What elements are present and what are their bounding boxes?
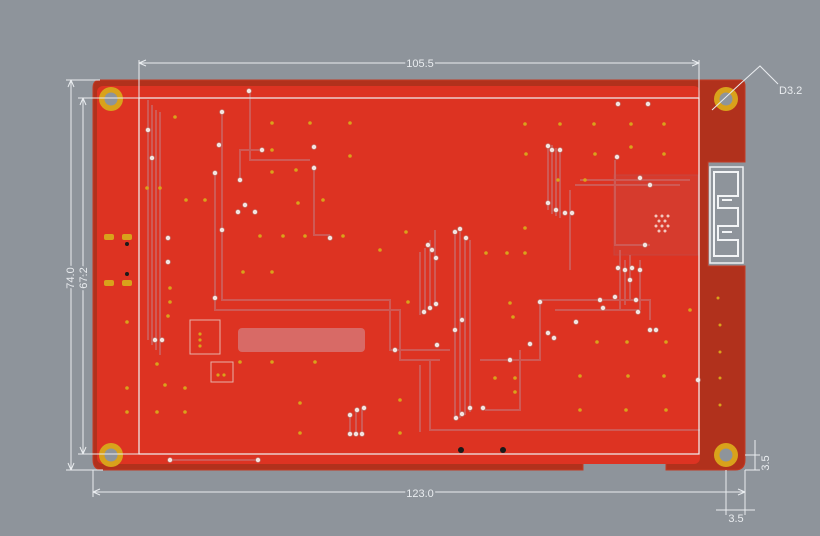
mounting-hole-icon (714, 443, 738, 467)
antenna-icon (709, 166, 744, 264)
dim-hole-diameter: D3.2 (779, 85, 802, 97)
mounting-hole-icon (99, 87, 123, 111)
copper-pour (97, 86, 700, 464)
dim-hole-offset-x: 3.5 (728, 513, 743, 525)
dim-hole-offset-y: 3.5 (760, 455, 772, 470)
dim-outer-width: 123.0 (406, 488, 434, 500)
dim-outer-height: 74.0 (65, 267, 77, 288)
drill-holes (125, 242, 506, 453)
dimension-lines (66, 59, 779, 515)
mounting-hole-icon (714, 87, 738, 111)
pcb-traces (147, 90, 700, 461)
component-footprint (238, 328, 365, 352)
vias (145, 88, 701, 463)
gold-pads (104, 115, 722, 435)
dim-inner-width: 105.5 (406, 58, 434, 70)
via-grid (654, 214, 670, 233)
dim-inner-height: 67.2 (78, 267, 90, 288)
connector-footprint (189, 319, 221, 355)
mounting-hole-icon (99, 443, 123, 467)
connector-footprint-small (210, 361, 234, 383)
inner-outline (138, 97, 700, 455)
